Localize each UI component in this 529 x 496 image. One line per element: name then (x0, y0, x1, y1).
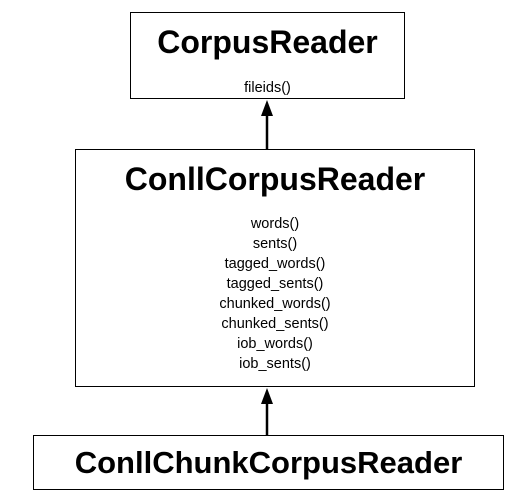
method-words: words() (250, 216, 300, 232)
class-box-corpus-reader: CorpusReader fileids() (130, 12, 405, 99)
method-sents: sents() (252, 236, 298, 252)
method-tagged-words: tagged_words() (224, 256, 326, 272)
class-box-conll-corpus-reader: ConllCorpusReader words() sents() tagged… (75, 149, 475, 387)
class-box-conll-chunk-corpus-reader: ConllChunkCorpusReader (33, 435, 504, 490)
class-title-corpus-reader: CorpusReader (157, 24, 378, 60)
class-title-conll-corpus-reader: ConllCorpusReader (124, 161, 426, 197)
arrowhead-corpus (261, 100, 273, 116)
arrowhead-conll (261, 388, 273, 404)
class-title-conll-chunk-corpus-reader: ConllChunkCorpusReader (74, 445, 463, 480)
method-list-conll-corpus-reader: words() sents() tagged_words() tagged_se… (76, 214, 474, 374)
method-chunked-sents: chunked_sents() (221, 316, 329, 332)
method-chunked-words: chunked_words() (219, 296, 331, 312)
method-tagged-sents: tagged_sents() (226, 276, 324, 292)
method-iob-words: iob_words() (237, 336, 313, 352)
method-list-corpus-reader: fileids() (131, 78, 404, 98)
method-iob-sents: iob_sents() (239, 356, 311, 372)
method-fileids: fileids() (244, 80, 291, 96)
